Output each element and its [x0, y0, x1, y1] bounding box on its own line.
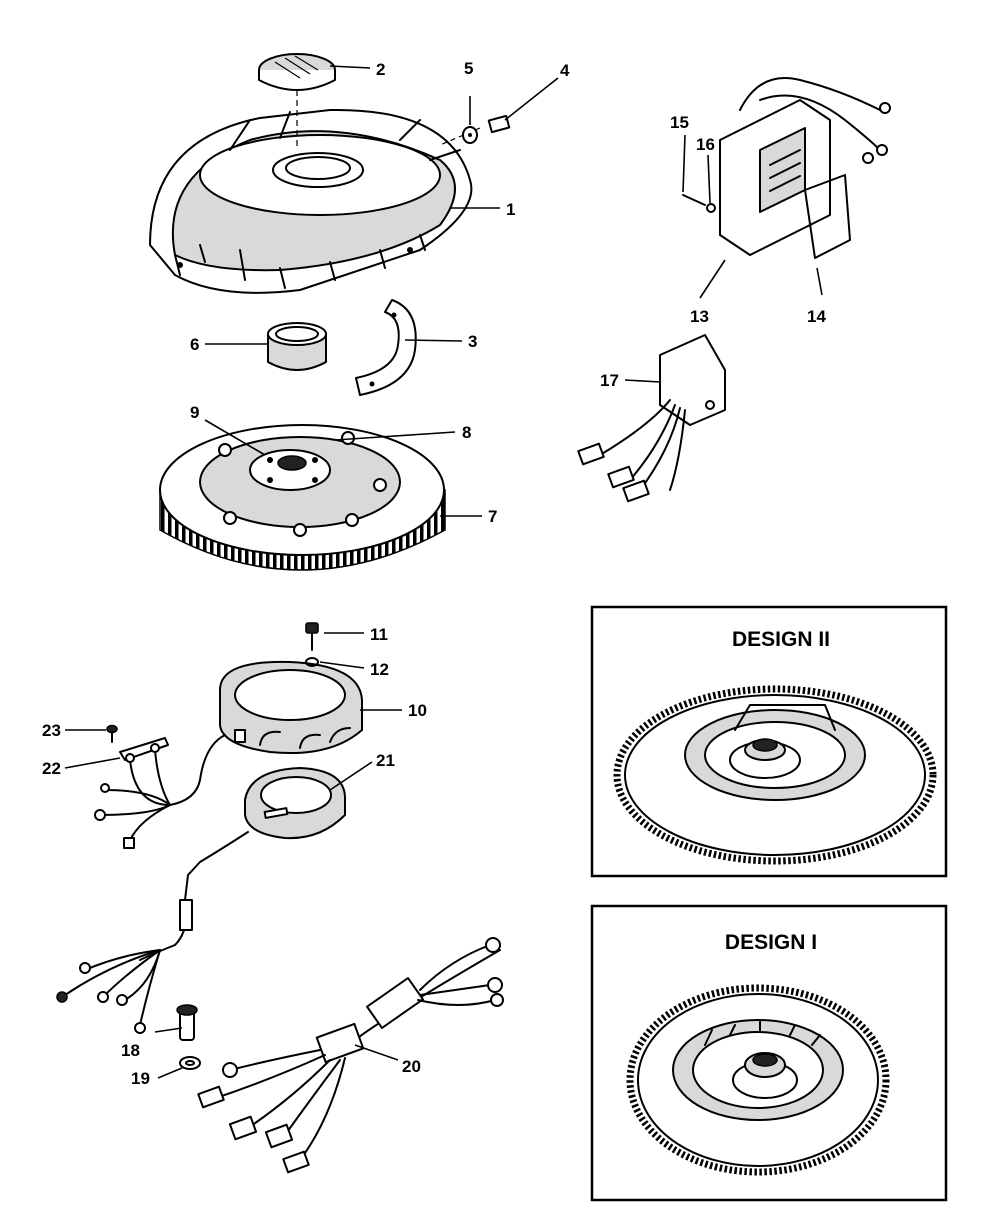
- callout-13: 13: [690, 307, 709, 326]
- callout-leaders: [64, 65, 823, 1079]
- design-i-inset: DESIGN I: [590, 904, 948, 1202]
- callout-1: 1: [506, 200, 515, 219]
- screw-part-18: [176, 1004, 198, 1041]
- flywheel-cover-part: [149, 108, 473, 294]
- callout-9: 9: [190, 403, 199, 422]
- callout-23: 23: [42, 721, 61, 740]
- washer-part-16: [706, 203, 716, 213]
- callout-14: 14: [807, 307, 826, 326]
- stator-part-10: [219, 660, 363, 755]
- design-ii-title: DESIGN II: [732, 628, 830, 651]
- bolt-part-11: [305, 622, 319, 651]
- callout-18: 18: [121, 1041, 140, 1060]
- rectifier-part-17: [577, 334, 726, 503]
- washer-part-19: [179, 1056, 201, 1070]
- callout-3: 3: [468, 332, 477, 351]
- bracket-part-3: [355, 299, 417, 396]
- callout-4: 4: [560, 61, 570, 80]
- screw-part-15: [682, 194, 706, 206]
- callout-7: 7: [488, 507, 497, 526]
- screw-part-23: [106, 724, 118, 743]
- design-ii-inset: DESIGN II: [590, 605, 948, 878]
- gasket-part-14: [804, 174, 851, 259]
- design-ii-flywheel: [613, 685, 937, 865]
- flywheel-part-7: [159, 424, 446, 571]
- washer-part-5: [462, 126, 478, 144]
- harness-part-20: [197, 937, 504, 1174]
- callout-12: 12: [370, 660, 389, 679]
- callout-2: 2: [376, 60, 385, 79]
- callout-labels: 1 2 3 4 5 6 7 8 9 10 11 12 13 14 15 16 1…: [42, 59, 826, 1088]
- cap-part: [258, 53, 336, 150]
- design-i-flywheel: [626, 984, 890, 1176]
- screw-part-4: [439, 114, 511, 146]
- callout-5: 5: [464, 59, 473, 78]
- callout-22: 22: [42, 759, 61, 778]
- callout-20: 20: [402, 1057, 421, 1076]
- trigger-harness: [56, 831, 249, 1034]
- bushing-part-6: [267, 322, 327, 371]
- stator-harness: [94, 734, 226, 849]
- switch-box-part-13: [719, 77, 891, 256]
- callout-19: 19: [131, 1069, 150, 1088]
- callout-17: 17: [600, 371, 619, 390]
- callout-10: 10: [408, 701, 427, 720]
- callout-8: 8: [462, 423, 471, 442]
- callout-21: 21: [376, 751, 395, 770]
- callout-15: 15: [670, 113, 689, 132]
- callout-6: 6: [190, 335, 199, 354]
- callout-16: 16: [696, 135, 715, 154]
- lockwasher-part-12: [305, 657, 319, 667]
- design-i-title: DESIGN I: [725, 931, 817, 954]
- callout-11: 11: [370, 625, 388, 644]
- trigger-part-21: [244, 767, 346, 840]
